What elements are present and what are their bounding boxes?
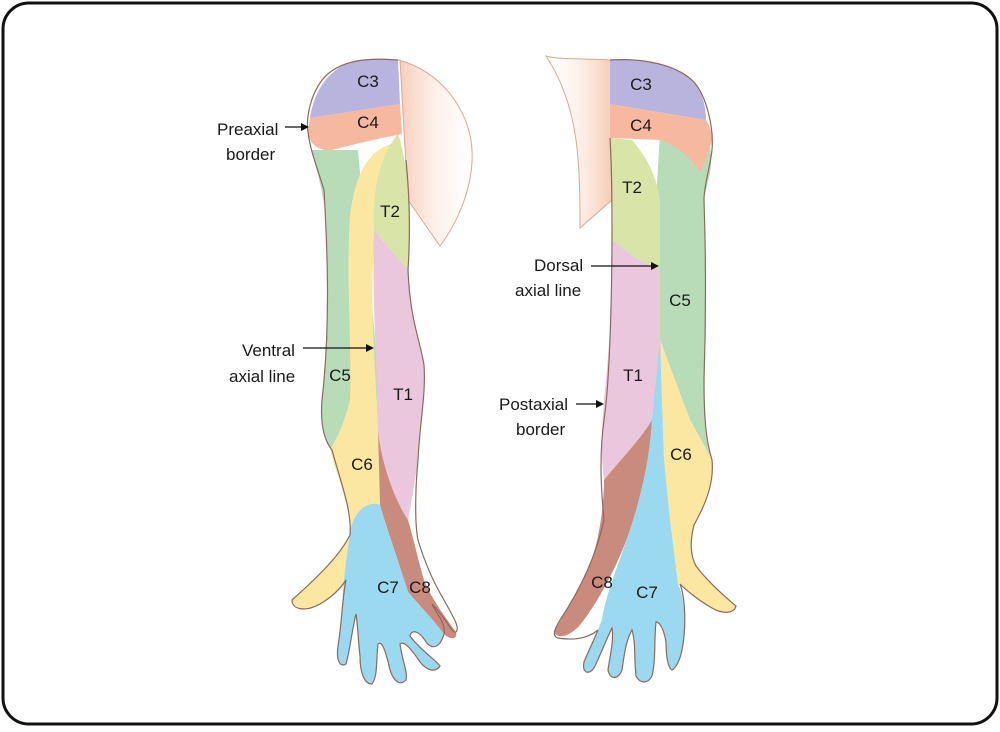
- right-label-C7: C7: [636, 583, 658, 602]
- left-label-C3: C3: [357, 72, 379, 91]
- right-label-C3: C3: [630, 75, 652, 94]
- dorsal-label-line1: Dorsal: [534, 256, 583, 275]
- right-C7-region: [583, 340, 685, 682]
- right-C4-region: [610, 104, 713, 172]
- ventral-arrowhead: [366, 344, 374, 352]
- ventral-label-line1: Ventral: [242, 341, 295, 360]
- postaxial-label-line2: border: [516, 420, 565, 439]
- right-C5-region: [656, 134, 712, 460]
- left-label-C5: C5: [329, 366, 351, 385]
- left-T2-region: [373, 134, 410, 270]
- preaxial-label-line1: Preaxial: [217, 120, 278, 139]
- left-shoulder-skin: [397, 59, 473, 247]
- left-C8-region: [378, 430, 457, 639]
- postaxial-label-line1: Postaxial: [499, 395, 568, 414]
- right-C3-region: [610, 59, 706, 120]
- left-label-T1: T1: [393, 385, 413, 404]
- right-T1-region: [601, 240, 661, 480]
- preaxial-label-line2: border: [226, 145, 275, 164]
- ventral-label-line2: axial line: [229, 367, 295, 386]
- right-label-C4: C4: [630, 116, 652, 135]
- left-C3-region: [310, 58, 400, 118]
- right-C8-region: [554, 420, 652, 637]
- left-label-C7: C7: [377, 578, 399, 597]
- left-arm-outline: [291, 58, 458, 685]
- left-label-T2: T2: [380, 202, 400, 221]
- left-C4-region: [308, 104, 402, 151]
- left-label-C4: C4: [357, 113, 379, 132]
- dorsal-arrowhead: [651, 262, 659, 270]
- left-label-C6: C6: [351, 455, 373, 474]
- right-shoulder-skin: [544, 55, 613, 230]
- left-T1-region: [373, 230, 425, 520]
- right-arm: C3 C4 T2 C5 T1 C6 C8 C7 Dorsal axial lin…: [499, 55, 737, 683]
- right-label-T1: T1: [623, 366, 643, 385]
- right-C6-region: [660, 340, 736, 613]
- preaxial-arrowhead: [301, 123, 309, 131]
- right-label-T2: T2: [622, 178, 642, 197]
- postaxial-arrowhead: [596, 400, 604, 408]
- right-T2-region: [610, 138, 660, 270]
- left-label-C8: C8: [409, 578, 431, 597]
- left-C7-region: [337, 503, 444, 684]
- left-C6-region: [292, 144, 392, 609]
- dorsal-label-line2: axial line: [515, 281, 581, 300]
- left-arm: C3 C4 T2 C5 T1 C6 C7 C8 Preaxial border …: [217, 58, 473, 685]
- right-label-C8: C8: [591, 573, 613, 592]
- right-arm-outline: [553, 59, 737, 683]
- right-label-C5: C5: [669, 291, 691, 310]
- right-label-C6: C6: [670, 445, 692, 464]
